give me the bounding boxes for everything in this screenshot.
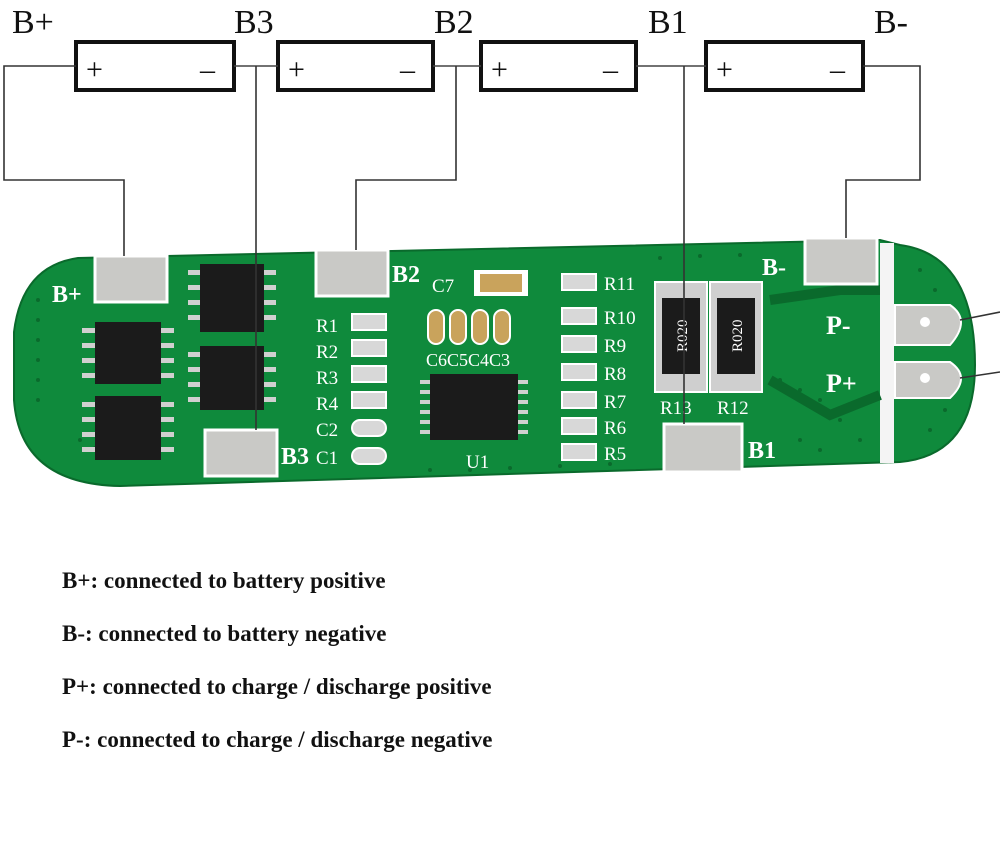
label-r10: R10 xyxy=(604,308,636,329)
pad-label-bminus: B- xyxy=(762,255,786,281)
pad-label-pminus: P- xyxy=(826,311,851,340)
label-c2: C2 xyxy=(316,420,338,441)
shunt-resistor-r12: R020 R12 xyxy=(709,281,763,419)
shunt-value-r12: R020 xyxy=(730,319,746,352)
pad-b2: B2 xyxy=(314,248,420,298)
cell-plus-sign: + xyxy=(716,53,733,86)
mosfet-chips xyxy=(82,264,276,460)
ic-u1: U1 xyxy=(420,374,528,473)
battery-cell-3: + – xyxy=(479,40,638,92)
right-smd-parts xyxy=(561,273,597,461)
label-r6: R6 xyxy=(604,418,626,439)
terminal-label-bminus: B- xyxy=(874,4,908,41)
pad-connection-wires xyxy=(3,65,1000,430)
label-cap-row: C6C5C4C3 xyxy=(426,350,510,370)
note-pplus: P+: connected to charge / discharge posi… xyxy=(62,674,492,699)
terminal-label-b1: B1 xyxy=(648,4,688,41)
terminal-pminus: P- xyxy=(826,304,962,346)
bms-wiring-diagram: B+ B3 B2 B1 B- + – + – + – + – xyxy=(3,4,1000,488)
terminal-notes: B+: connected to battery positive B-: co… xyxy=(62,566,493,778)
pad-label-b3: B3 xyxy=(281,444,309,470)
cell-plus-sign: + xyxy=(86,53,103,86)
battery-cell-2: + – xyxy=(276,40,435,92)
label-c7: C7 xyxy=(432,276,454,297)
terminal-label-b3: B3 xyxy=(234,4,274,41)
label-c1: C1 xyxy=(316,448,338,469)
cell-plus-sign: + xyxy=(288,53,305,86)
pad-b3: B3 xyxy=(203,428,309,478)
shunt-value-r13: R020 xyxy=(675,319,691,352)
shunt-resistor-r13: R020 R13 xyxy=(654,281,708,419)
label-r5: R5 xyxy=(604,444,626,465)
label-r12: R12 xyxy=(717,398,749,419)
left-resistor-column: R1 R2 R3 R4 C2 C1 xyxy=(316,316,339,469)
capacitor-row: C6C5C4C3 xyxy=(426,309,511,370)
label-r13: R13 xyxy=(660,398,692,419)
cell-minus-sign: – xyxy=(829,53,846,86)
terminal-label-b2: B2 xyxy=(434,4,474,41)
label-r3: R3 xyxy=(316,368,338,389)
pad-label-b1: B1 xyxy=(748,438,776,464)
pad-b1: B1 xyxy=(662,422,776,474)
cell-plus-sign: + xyxy=(491,53,508,86)
label-r11: R11 xyxy=(604,274,635,295)
note-pminus: P-: connected to charge / discharge nega… xyxy=(62,727,493,752)
cell-minus-sign: – xyxy=(602,53,619,86)
pad-label-pplus: P+ xyxy=(826,369,857,398)
label-r1: R1 xyxy=(316,316,338,337)
cell-minus-sign: – xyxy=(199,53,216,86)
pad-bplus: B+ xyxy=(52,254,169,308)
right-resistor-column: R11 R10 R9 R8 R7 R6 R5 xyxy=(604,274,636,465)
note-bplus: B+: connected to battery positive xyxy=(62,568,386,593)
left-smd-parts xyxy=(351,313,387,465)
pad-label-b2: B2 xyxy=(392,262,420,288)
pad-label-bplus: B+ xyxy=(52,282,82,308)
cell-minus-sign: – xyxy=(399,53,416,86)
terminal-label-bplus: B+ xyxy=(12,4,54,41)
label-r2: R2 xyxy=(316,342,338,363)
capacitor-c7: C7 xyxy=(432,270,528,297)
label-u1: U1 xyxy=(466,452,489,473)
pad-bminus: B- xyxy=(762,236,879,286)
battery-cell-4: + – xyxy=(704,40,865,92)
label-r4: R4 xyxy=(316,394,339,415)
label-r9: R9 xyxy=(604,336,626,357)
battery-cell-1: + – xyxy=(74,40,236,92)
terminal-pplus: P+ xyxy=(826,361,962,399)
label-r8: R8 xyxy=(604,364,626,385)
note-bminus: B-: connected to battery negative xyxy=(62,621,387,646)
label-r7: R7 xyxy=(604,392,626,413)
